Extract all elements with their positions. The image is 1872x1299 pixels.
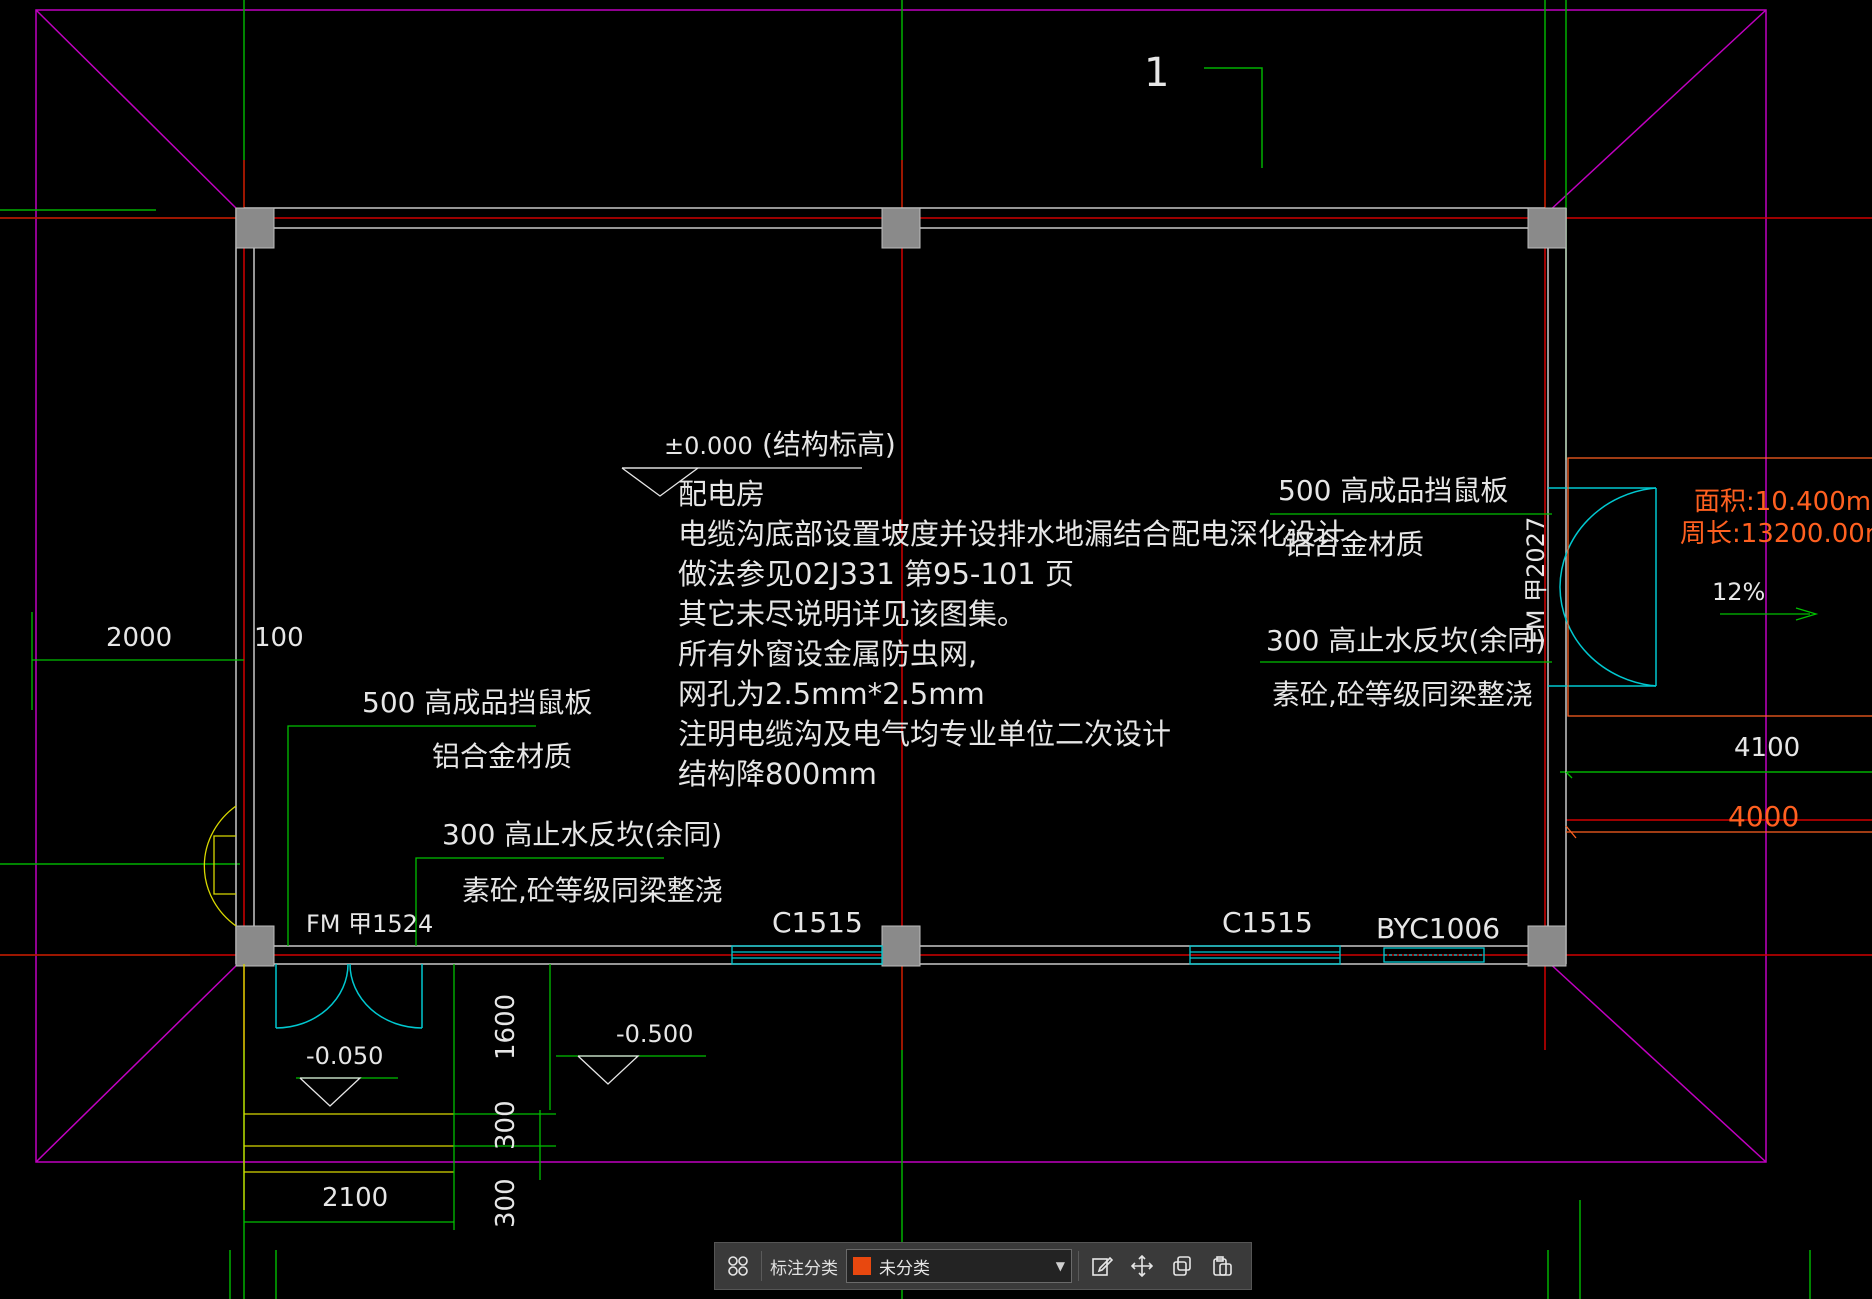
window-1-label: C1515 — [772, 906, 863, 939]
dim-1600: 1600 — [491, 994, 521, 1060]
level-bottom: -0.500 — [616, 1020, 693, 1048]
left-callout-1a: 500 高成品挡鼠板 — [362, 686, 592, 719]
level-main: ±0.000 — [664, 432, 753, 460]
toolbar-divider — [761, 1251, 762, 1281]
category-color-swatch — [853, 1257, 871, 1275]
slope-label: 12% — [1712, 578, 1765, 606]
note-line-6: 网孔为2.5mm*2.5mm — [678, 677, 985, 711]
door-right-label: FM 甲2027 — [1522, 517, 1550, 644]
leader-lines — [31, 513, 1819, 1230]
dim-2000: 2000 — [106, 623, 172, 653]
level-markers — [299, 467, 862, 1107]
category-label: 标注分类 — [770, 1258, 838, 1279]
dim-300b: 300 — [491, 1178, 521, 1228]
right-callout-2a: 300 高止水反坎(余同) — [1266, 624, 1546, 657]
perimeter-line: 周长:13200.00m — [1680, 519, 1872, 549]
right-callout-2b: 素砼,砼等级同梁整浇 — [1272, 678, 1533, 711]
note-line-4: 其它未尽说明详见该图集。 — [678, 597, 1026, 631]
toolbar-divider — [1078, 1251, 1079, 1281]
right-callout-1b: 铝合金材质 — [1284, 528, 1424, 561]
multi-select-icon[interactable] — [721, 1249, 755, 1283]
area-line: 面积:10.400m² — [1694, 487, 1872, 517]
window-3-label: BYC1006 — [1376, 912, 1500, 945]
right-callout-1a: 500 高成品挡鼠板 — [1278, 474, 1508, 507]
category-value: 未分类 — [879, 1258, 930, 1279]
note-line-1: 配电房 — [678, 477, 765, 511]
left-callout-1b: 铝合金材质 — [432, 740, 572, 773]
paste-icon[interactable] — [1205, 1249, 1239, 1283]
columns — [235, 207, 1567, 967]
dim-300a: 300 — [491, 1100, 521, 1150]
annotation-toolbar: 标注分类 未分类 ▼ — [714, 1242, 1252, 1290]
door-left-label: FM 甲1524 — [306, 910, 433, 938]
chevron-down-icon: ▼ — [1055, 1259, 1065, 1273]
stair — [203, 805, 454, 1210]
doors — [275, 487, 1657, 1029]
dim-4100: 4100 — [1734, 733, 1800, 763]
note-line-5: 所有外窗设金属防虫网, — [678, 637, 977, 671]
category-select[interactable]: 未分类 ▼ — [846, 1249, 1072, 1283]
note-line-7: 注明电缆沟及电气均专业单位二次设计 — [678, 717, 1171, 751]
left-callout-2b: 素砼,砼等级同梁整浇 — [462, 874, 723, 907]
roof-outline — [35, 9, 1767, 1163]
left-callout-2a: 300 高止水反坎(余同) — [442, 818, 722, 851]
annotation-text: 1 ±0.000 (结构标高) 配电房 电缆沟底部设置坡度并设排水地漏结合配电深… — [106, 50, 1872, 1228]
copy-icon[interactable] — [1165, 1249, 1199, 1283]
windows — [731, 945, 1485, 965]
section-mark: 1 — [1144, 50, 1169, 96]
note-line-2: 电缆沟底部设置坡度并设排水地漏结合配电深化设计 — [678, 517, 1345, 551]
window-2-label: C1515 — [1222, 906, 1313, 939]
level-main-note: (结构标高) — [762, 428, 896, 461]
edit-icon[interactable] — [1085, 1249, 1119, 1283]
note-line-8: 结构降800mm — [678, 757, 877, 791]
area-boundary — [1565, 457, 1872, 839]
move-icon[interactable] — [1125, 1249, 1159, 1283]
dim-100: 100 — [254, 623, 304, 653]
note-line-3: 做法参见02J331 第95-101 页 — [678, 557, 1074, 591]
dim-2100: 2100 — [322, 1183, 388, 1213]
dim-4000: 4000 — [1728, 800, 1799, 833]
level-left: -0.050 — [306, 1042, 383, 1070]
